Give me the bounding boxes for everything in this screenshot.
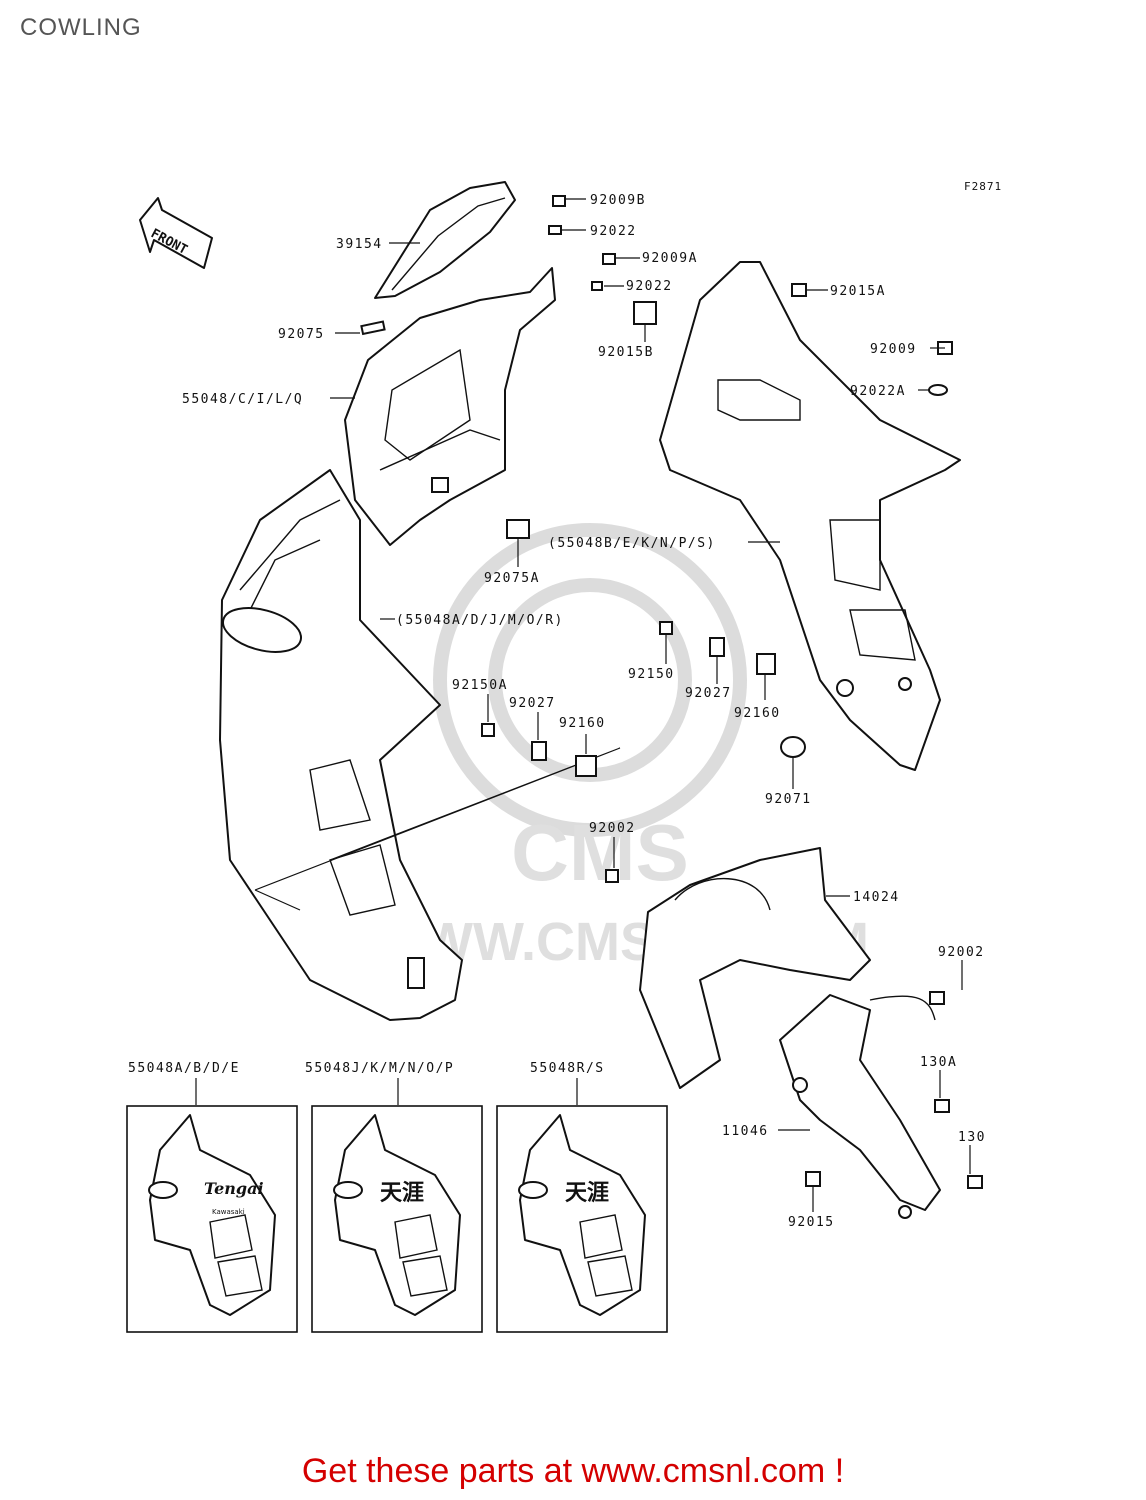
callout-label: 92160 [734,706,781,721]
leader-lines [330,198,971,1212]
variant-panel: 55048R/S 天涯 [496,1061,668,1333]
callout-label: 92022A [850,384,906,399]
callout-label: (55048A/D/J/M/O/R) [396,613,564,628]
callout-label: 92009 [870,342,917,357]
callout-label: 92009A [642,251,698,266]
variant-brand: 天涯 [565,1180,609,1206]
svg-text:CMS: CMS [511,808,689,897]
hardware-parts [360,195,983,1189]
variant-sub: Kawasaki [212,1208,245,1216]
figure-code: F2871 [964,180,1002,193]
cowling-stay-part [779,994,941,1219]
variant-panels: 55048A/B/D/E Tengai Kawasaki 55048J/K/M/… [126,1061,668,1333]
page-title: COWLING [20,14,142,41]
callout-label: (55048B/E/K/N/P/S) [548,536,716,551]
callout-label: 92150A [452,678,508,693]
callout-label: 92022 [590,224,637,239]
variant-label: 55048R/S [530,1061,605,1076]
upper-inner-cowl-part [344,267,556,546]
front-arrow-icon: FRONT [139,197,213,269]
variant-brand: 天涯 [380,1180,424,1206]
callout-label: 130 [958,1130,986,1145]
callout-label: 92075A [484,571,540,586]
callout-label: 39154 [336,237,383,252]
callout-label: 92022 [626,279,673,294]
callout-label: 92075 [278,327,325,342]
callout-label: 92015A [830,284,886,299]
callout-label: 55048/C/I/L/Q [182,392,303,407]
right-side-cowl-part [659,261,961,771]
callout-label: 92027 [509,696,556,711]
callout-label: 92015 [788,1215,835,1230]
callout-label: 92027 [685,686,732,701]
callout-label: 92002 [938,945,985,960]
callout-label: 92160 [559,716,606,731]
variant-label: 55048A/B/D/E [128,1061,240,1076]
callout-label: 92150 [628,667,675,682]
callouts: 92009B 92022 92009A 92022 39154 92075 92… [182,193,986,1230]
variant-brand: Tengai [204,1179,264,1198]
variant-panel: 55048J/K/M/N/O/P 天涯 [305,1061,483,1333]
main-side-cowl-part [219,469,621,1021]
parts-diagram: CMS WWW.CMSNL.COM F2871 FRONT [126,180,1002,1333]
variant-label: 55048J/K/M/N/O/P [305,1061,454,1076]
variant-panel: 55048A/B/D/E Tengai Kawasaki [126,1061,298,1333]
top-cover-part [374,181,516,299]
callout-label: 11046 [722,1124,769,1139]
callout-label: 14024 [853,890,900,905]
callout-label: 92009B [590,193,646,208]
get-parts-link[interactable]: Get these parts at www.cmsnl.com ! [301,1452,845,1490]
callout-label: 92002 [589,821,636,836]
callout-label: 130A [920,1055,957,1070]
inner-panel-part [639,847,871,1089]
callout-label: 92071 [765,792,812,807]
callout-label: 92015B [598,345,654,360]
